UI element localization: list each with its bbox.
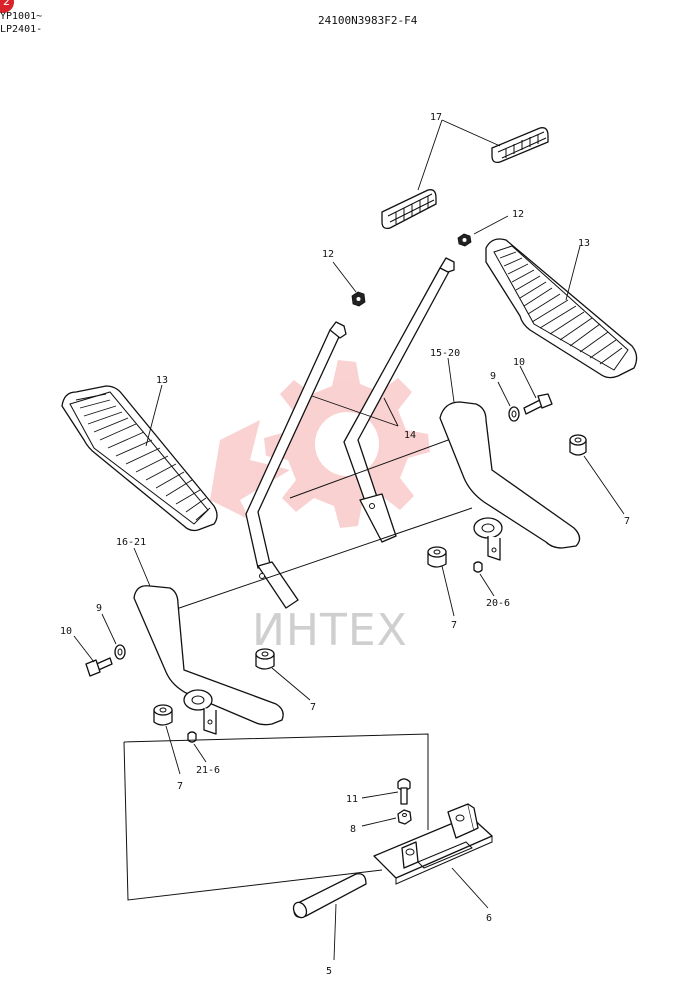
callout-10-right: 10 — [513, 357, 525, 368]
leader-9-right — [497, 381, 511, 407]
leader-9-left — [101, 613, 117, 645]
callout-9-left: 9 — [96, 603, 102, 614]
callout-13-left: 13 — [156, 375, 168, 386]
callout-11: 11 — [346, 794, 358, 805]
callout-5: 5 — [326, 966, 332, 977]
page-badge: 2 — [0, 0, 14, 13]
leader-6 — [451, 867, 489, 909]
leader-5 — [333, 903, 337, 961]
nut-8 — [397, 809, 412, 825]
leader-20-6 — [479, 573, 495, 597]
callout-12-right: 12 — [512, 209, 524, 220]
pedal-arm-15-20 — [439, 401, 581, 561]
callout-7-d: 7 — [177, 781, 183, 792]
callout-7-c: 7 — [310, 702, 316, 713]
leader-8 — [361, 817, 397, 827]
pedal-pad-13-left — [61, 385, 218, 532]
assembly-boundary-lines — [123, 733, 429, 901]
callout-7-b: 7 — [451, 620, 457, 631]
leader-7-a — [583, 455, 625, 515]
washer-9-right — [508, 406, 520, 422]
washer-9-left — [114, 644, 126, 660]
leader-13-right — [565, 245, 581, 301]
nut-12-right — [457, 233, 472, 247]
callout-10-left: 10 — [60, 626, 72, 637]
callout-9-right: 9 — [490, 371, 496, 382]
leader-10-right — [519, 365, 537, 399]
leader-21-6 — [193, 743, 207, 763]
drawing-code: 24100N3983F2-F4 — [318, 14, 418, 27]
callout-16-21: 16-21 — [116, 537, 146, 548]
pivot-shaft-5 — [292, 873, 367, 919]
pin-20-6 — [473, 561, 483, 573]
callout-17: 17 — [430, 112, 442, 123]
watermark-gear-logo — [210, 360, 430, 528]
callout-13-right: 13 — [578, 238, 590, 249]
pedal-rod-14-right — [343, 257, 455, 543]
callout-7-a: 7 — [624, 516, 630, 527]
support-bracket-6 — [373, 803, 493, 885]
nut-12-left — [351, 291, 366, 307]
leader-12-left — [332, 261, 357, 293]
pedal-rubber-cover-17-upper — [491, 127, 549, 164]
shaft-axis-lines — [149, 431, 473, 619]
pedal-arm-16-21 — [133, 585, 284, 735]
callout-8: 8 — [350, 824, 356, 835]
pedal-rod-14-left — [245, 321, 347, 609]
bolt-10-left — [85, 657, 113, 677]
callout-12-left: 12 — [322, 249, 334, 260]
leader-14 — [311, 395, 399, 427]
bushing-7-a — [569, 434, 587, 456]
leader-10-left — [73, 635, 95, 663]
leader-17 — [417, 119, 501, 191]
leader-7-d — [165, 725, 181, 775]
callout-20-6: 20-6 — [486, 598, 510, 609]
leader-11 — [361, 791, 399, 799]
pedal-rubber-cover-17-lower — [381, 189, 437, 230]
leader-15-20 — [447, 357, 455, 403]
bushing-7-b — [427, 546, 447, 568]
leader-7-b — [441, 565, 455, 617]
leader-16-21 — [133, 547, 151, 587]
bushing-7-d — [153, 704, 173, 726]
watermark-text: ИНТЕХ — [252, 605, 408, 656]
leader-13-left — [145, 384, 163, 447]
callout-14: 14 — [404, 430, 416, 441]
leader-12-right — [473, 215, 509, 235]
bushing-7-c — [255, 648, 275, 670]
callout-15-20: 15-20 — [430, 348, 460, 359]
callout-21-6: 21-6 — [196, 765, 220, 776]
bolt-11 — [397, 778, 411, 805]
bolt-10-right — [523, 393, 553, 415]
model-range-line-2: LP2401- — [0, 24, 43, 35]
model-range-line-1: YP1001~ — [0, 11, 43, 22]
pedal-pad-13-right — [485, 238, 638, 379]
leader-7-c — [271, 667, 311, 701]
callout-6: 6 — [486, 913, 492, 924]
